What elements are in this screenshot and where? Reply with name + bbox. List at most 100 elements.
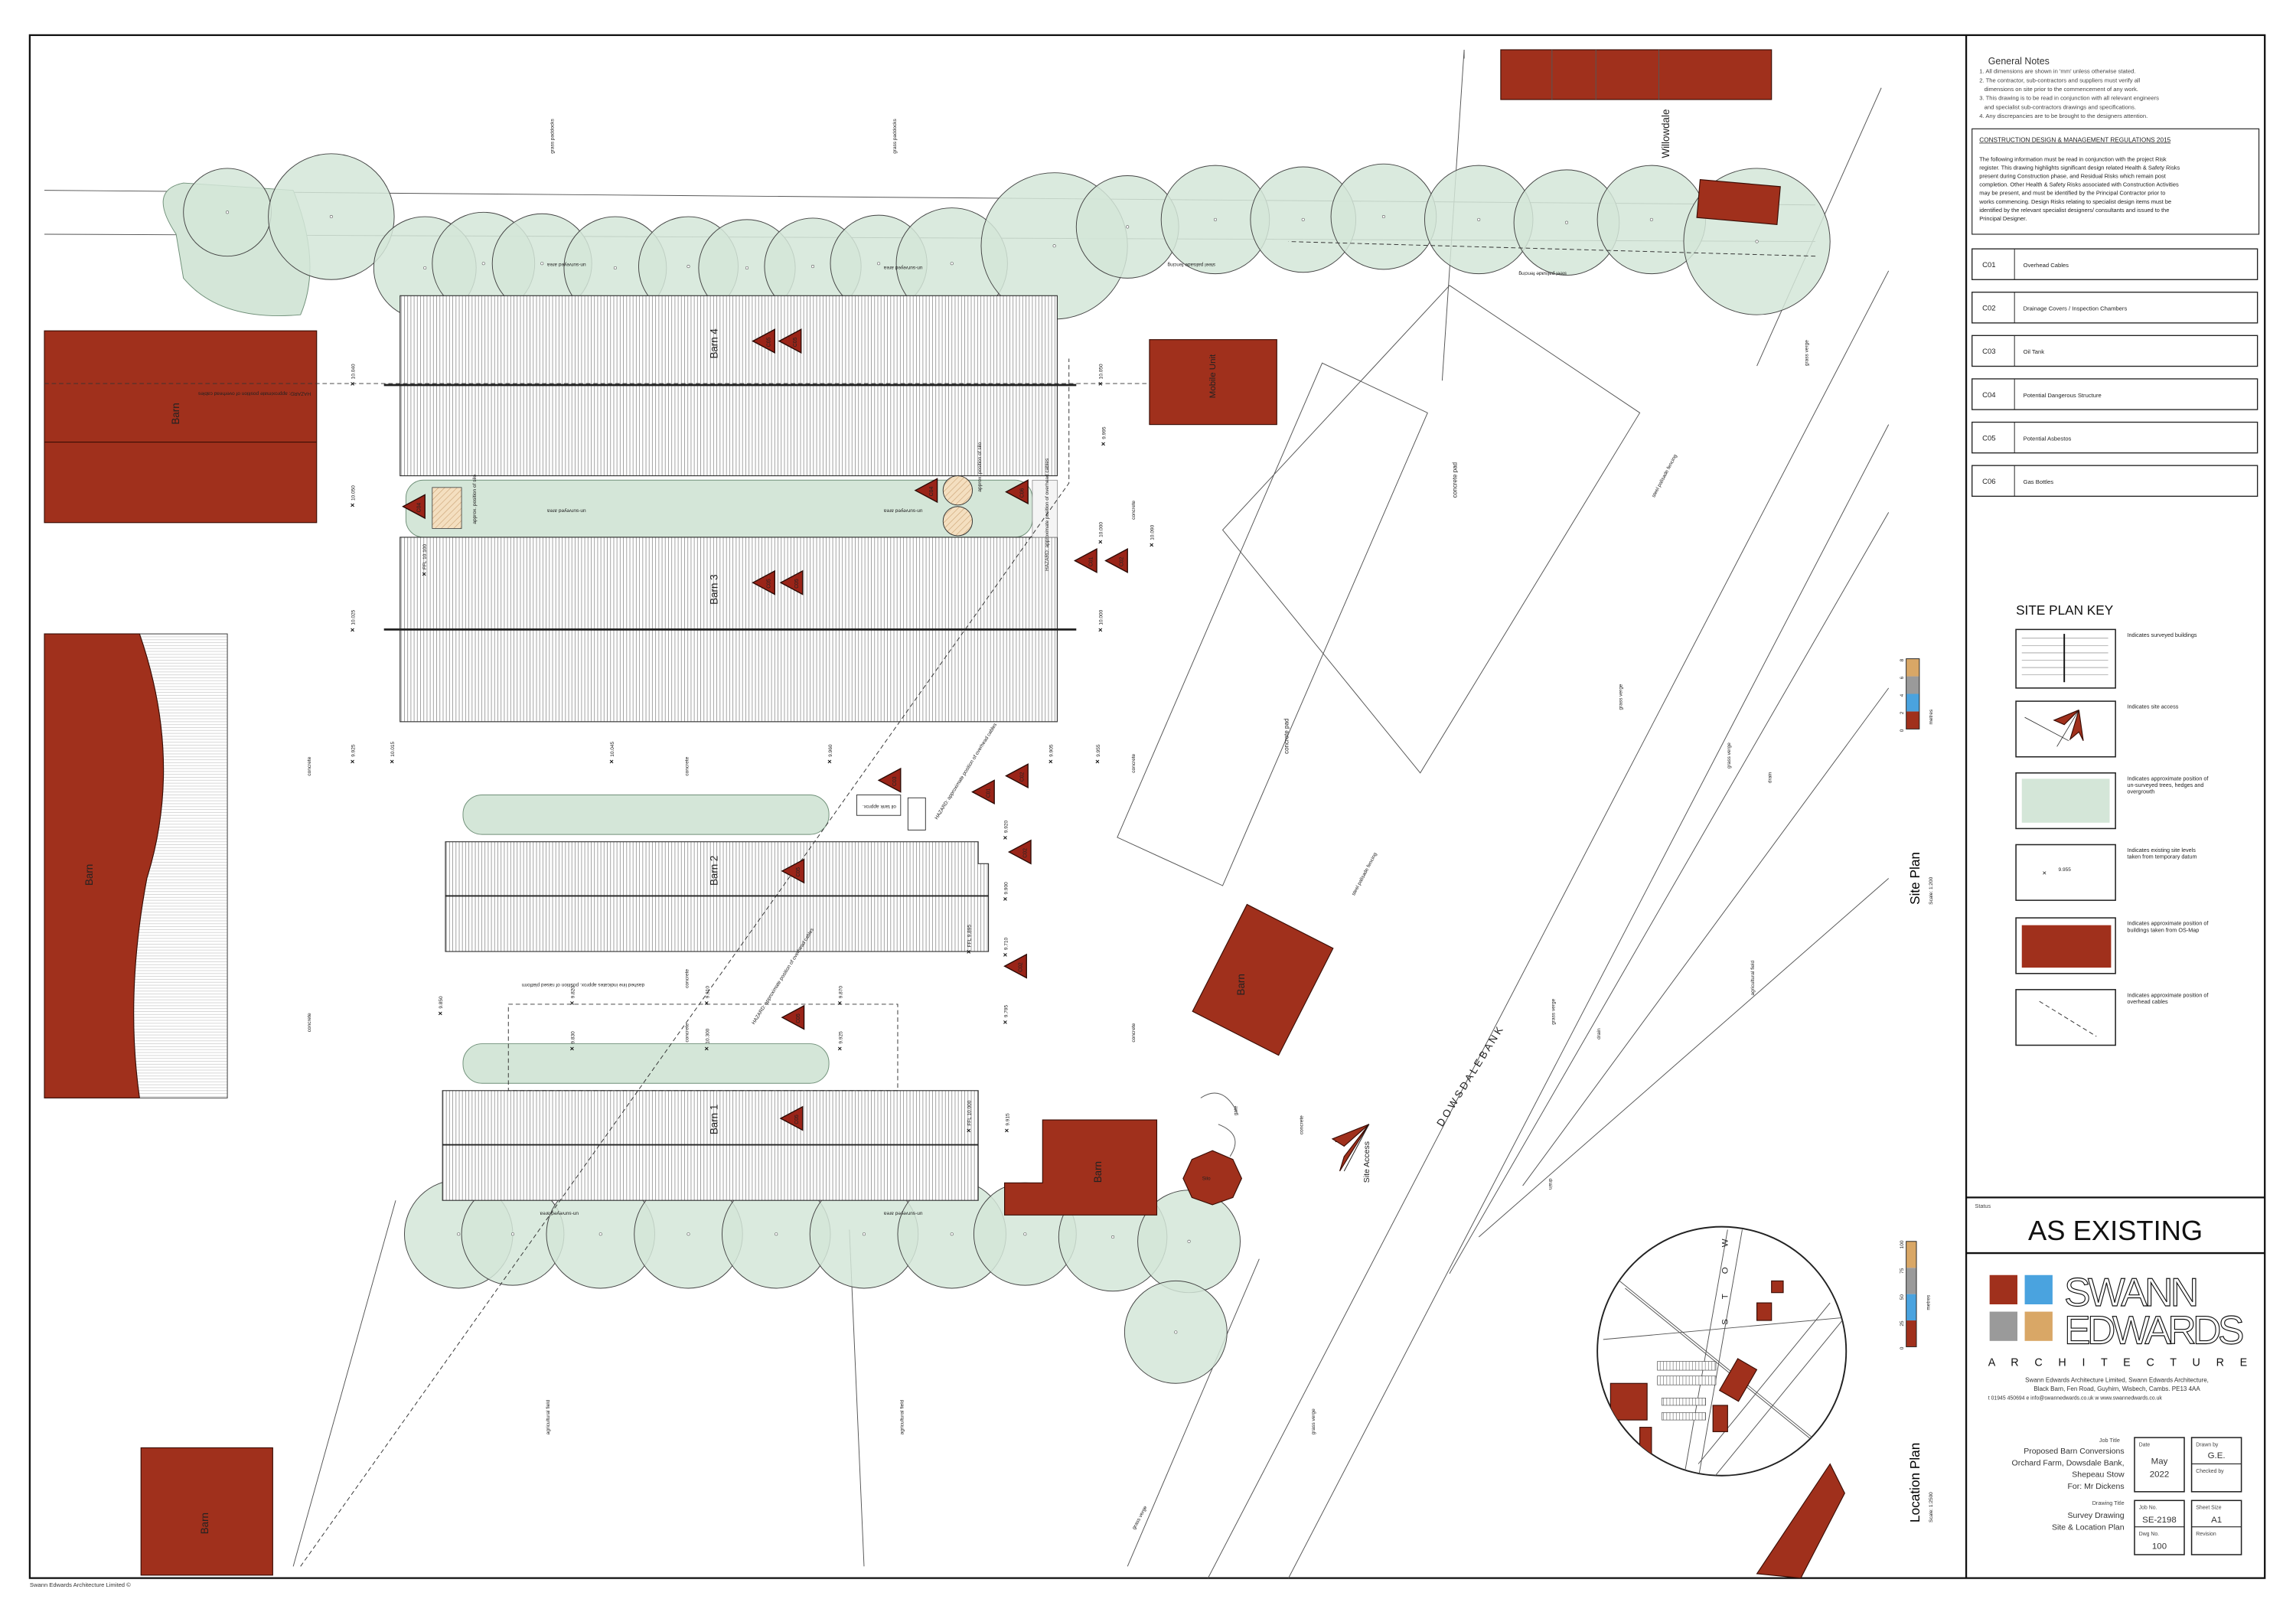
key-item-label: Indicates site access bbox=[2127, 703, 2178, 710]
unsurveyed-label: un-surveyed area bbox=[884, 265, 923, 270]
scale-tick: 100 bbox=[1900, 1240, 1905, 1248]
site-level: ×9.920 bbox=[1003, 821, 1009, 843]
verge-label: grass verge bbox=[1727, 742, 1732, 769]
building-label: Barn bbox=[199, 1513, 210, 1534]
hazard-marker-c06: C06 bbox=[1005, 479, 1029, 505]
dwg-no-label: Dwg No. bbox=[2139, 1532, 2159, 1537]
level-marker-x: × bbox=[2043, 870, 2047, 878]
site-level: ×10.015 bbox=[390, 741, 396, 765]
unsurveyed-label: un-surveyed area bbox=[547, 262, 586, 267]
site-level: ×9.915 bbox=[1005, 1113, 1011, 1135]
level-value: 9.925 bbox=[838, 1031, 843, 1044]
hazard-code: C02 bbox=[1019, 772, 1025, 782]
building-label: Barn bbox=[1092, 1161, 1104, 1183]
risk-row-box bbox=[1971, 335, 2258, 367]
trees bbox=[183, 153, 1831, 1384]
site-level: ×9.995 bbox=[1101, 426, 1107, 449]
drain-label: drain bbox=[1768, 772, 1773, 783]
level-value: 9.850 bbox=[439, 996, 444, 1009]
verge-label: grass verge bbox=[1551, 998, 1557, 1024]
job-no-label: Job No. bbox=[2139, 1506, 2157, 1511]
level-cross-icon: × bbox=[570, 999, 575, 1007]
hazard-marker-c05: C05 bbox=[781, 1004, 805, 1030]
site-level: ×9.960 bbox=[827, 744, 833, 766]
os-building bbox=[1500, 49, 1773, 100]
barn-label: Barn 2 bbox=[709, 856, 720, 886]
platform-note: dashed line indicates approx. position o… bbox=[522, 982, 644, 987]
level-value: 10.000 bbox=[1099, 609, 1104, 625]
hazard-marker-c01: C01 bbox=[971, 779, 995, 805]
site-plan-scalebar: 0 2 4 6 8 metres Site Plan Scale: 1:200 bbox=[1900, 658, 1934, 905]
checked-by-label: Checked by bbox=[2196, 1469, 2224, 1474]
scale-tick: 4 bbox=[1900, 694, 1905, 697]
scale-unit: metres bbox=[1926, 1294, 1931, 1310]
cdm-line: completion. Other Health & Safety Risks … bbox=[1979, 181, 2179, 188]
level-cross-icon: × bbox=[351, 501, 355, 510]
level-cross-icon: × bbox=[1003, 1018, 1008, 1026]
site-level: ×FFL 10.000 bbox=[967, 1100, 973, 1135]
hazard-code: C06 bbox=[1019, 488, 1025, 498]
level-cross-icon: × bbox=[351, 758, 355, 766]
company-contact: t 01945 450694 e info@swannedwards.co.uk… bbox=[1988, 1395, 2163, 1401]
hazard-code: C05 bbox=[796, 867, 801, 877]
fencing-label: steel palisade fencing bbox=[1167, 262, 1215, 267]
level-cross-icon: × bbox=[351, 380, 355, 389]
unsurveyed-label: un-surveyed area bbox=[884, 508, 923, 514]
scale-tick: 25 bbox=[1900, 1320, 1905, 1327]
general-note-line: 3. This drawing is to be read in conjunc… bbox=[1979, 95, 2159, 102]
level-cross-icon: × bbox=[1095, 758, 1100, 766]
oil-tank-label: oil tank approx. bbox=[863, 804, 896, 809]
hazard-marker-c02: C02 bbox=[1007, 839, 1032, 865]
site-level: ×9.820 bbox=[570, 986, 576, 1008]
hazard-code: C05 bbox=[767, 579, 772, 589]
drawn-by-value: G.E. bbox=[2208, 1451, 2226, 1460]
scale-tick: 50 bbox=[1900, 1294, 1905, 1301]
site-level: ×9.910 bbox=[705, 986, 711, 1008]
risk-row-box bbox=[1971, 465, 2258, 497]
job-title-label: Job Title bbox=[2099, 1437, 2120, 1444]
level-cross-icon: × bbox=[705, 1045, 709, 1053]
level-cross-icon: × bbox=[438, 1010, 442, 1018]
level-value: 10.090 bbox=[1150, 524, 1156, 540]
job-no-value: SE-2198 bbox=[2142, 1516, 2177, 1525]
site-levels: ×10.040×10.050×9.995×10.050×FFL 10.100×1… bbox=[351, 364, 1156, 1135]
key-item-label: Indicates surveyed buildings bbox=[2127, 632, 2197, 638]
hazard-marker-c03: C03 bbox=[877, 767, 902, 793]
scale-tick: 0 bbox=[1900, 729, 1905, 732]
hazard-code: C05 bbox=[796, 1013, 801, 1023]
level-value: 9.830 bbox=[570, 1031, 576, 1044]
hazard-marker-c05: C05 bbox=[779, 569, 804, 596]
location-plan-scalebar: 0 25 50 75 100 metres Location Plan Scal… bbox=[1900, 1240, 1934, 1522]
level-value: 9.710 bbox=[1003, 938, 1009, 951]
site-plan: D O W S D A L E B A N K concrete pad con… bbox=[44, 49, 1934, 1578]
concrete-label: concrete bbox=[684, 756, 690, 775]
cdm-line: may be present, and must be identified b… bbox=[1979, 190, 2165, 197]
sample-level: 9.955 bbox=[2059, 867, 2072, 873]
job-title-line: Orchard Farm, Dowsdale Bank, bbox=[2012, 1458, 2125, 1467]
concrete-label: concrete bbox=[1131, 1023, 1137, 1042]
level-value: 9.915 bbox=[1005, 1113, 1010, 1126]
cdm-title: CONSTRUCTION DESIGN & MANAGEMENT REGULAT… bbox=[1979, 137, 2170, 144]
hazard-marker-c04: C04 bbox=[914, 478, 938, 504]
scale-tick: 8 bbox=[1900, 658, 1905, 661]
hazard-code: C01 bbox=[986, 788, 991, 798]
site-level: ×9.830 bbox=[570, 1031, 576, 1053]
unsurveyed-label: un-surveyed area bbox=[884, 1211, 923, 1216]
level-cross-icon: × bbox=[1003, 951, 1008, 959]
level-value: 9.795 bbox=[1003, 1005, 1009, 1018]
hazard-marker-c05: C05 bbox=[752, 328, 775, 354]
site-level: ×9.870 bbox=[838, 986, 844, 1008]
revision-label: Revision bbox=[2196, 1532, 2216, 1537]
level-value: 10.040 bbox=[351, 364, 356, 379]
level-cross-icon: × bbox=[1049, 758, 1053, 766]
hazard-code: C02 bbox=[1022, 848, 1028, 858]
field-label: agricultural field bbox=[900, 1399, 905, 1434]
location-road-label: S T O W bbox=[1720, 1230, 1730, 1325]
date-year: 2022 bbox=[2150, 1470, 2170, 1480]
